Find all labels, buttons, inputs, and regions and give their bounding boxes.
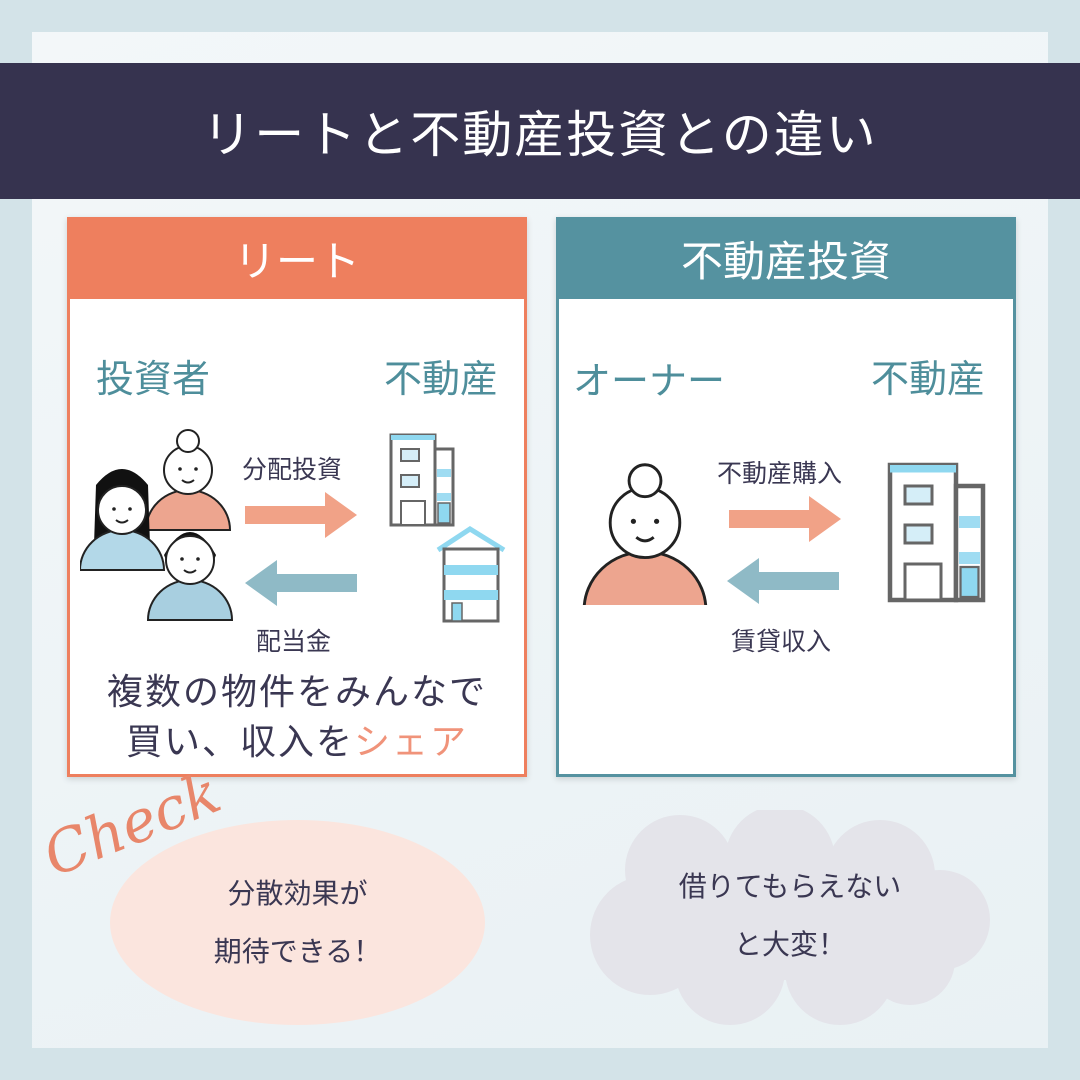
owner-label: オーナー: [573, 359, 726, 403]
page-title: リートと不動産投資との違い: [0, 63, 1080, 199]
arrow-top-label: 分配投資: [242, 455, 343, 484]
check-line-2: 期待できる！: [213, 935, 382, 968]
cloud-line-2: と大変！: [733, 928, 846, 961]
real-estate-card-header: 不動産投資: [556, 217, 1016, 299]
check-bubble: 分散効果が 期待できる！: [110, 820, 485, 1025]
reit-card: リート 投資者 不動産 分配投資 配当金 複数の物件をみんなで 買い、収入をシェ…: [67, 217, 527, 777]
summary-line-1: 複数の物件をみんなで: [106, 672, 487, 713]
building-icon: [885, 460, 995, 610]
cloud-bubble: [590, 810, 990, 1025]
owner-illustration: [582, 463, 708, 605]
reit-summary: 複数の物件をみんなで 買い、収入をシェア: [70, 668, 524, 768]
building-icon: [389, 433, 455, 527]
house-icon: [436, 526, 506, 623]
property-label: 不動産: [384, 357, 499, 401]
summary-highlight: シェア: [354, 722, 469, 763]
invest-arrow-icon: [245, 492, 357, 538]
investor-label: 投資者: [96, 357, 211, 401]
cloud-line-1: 借りてもらえない: [678, 870, 902, 903]
arrow-bottom-label: 配当金: [256, 627, 332, 656]
rent-arrow-icon: [727, 558, 839, 604]
reit-card-header: リート: [67, 217, 527, 299]
arrow-top-label: 不動産購入: [717, 459, 843, 488]
summary-line-2: 買い、収入をシェア: [70, 718, 524, 768]
real-estate-card: 不動産投資 オーナー 不動産 不動産購入 賃貸収入: [556, 217, 1016, 777]
investors-illustration: [80, 429, 233, 621]
dividend-arrow-icon: [245, 560, 357, 606]
summary-text: 買い、収入を: [125, 722, 354, 763]
arrow-bottom-label: 賃貸収入: [731, 627, 832, 656]
property-label: 不動産: [871, 357, 986, 401]
cloud-text: 借りてもらえない と大変！: [580, 858, 1000, 974]
purchase-arrow-icon: [729, 496, 841, 542]
check-text: 分散効果が 期待できる！: [110, 820, 485, 981]
check-line-1: 分散効果が: [227, 877, 368, 910]
